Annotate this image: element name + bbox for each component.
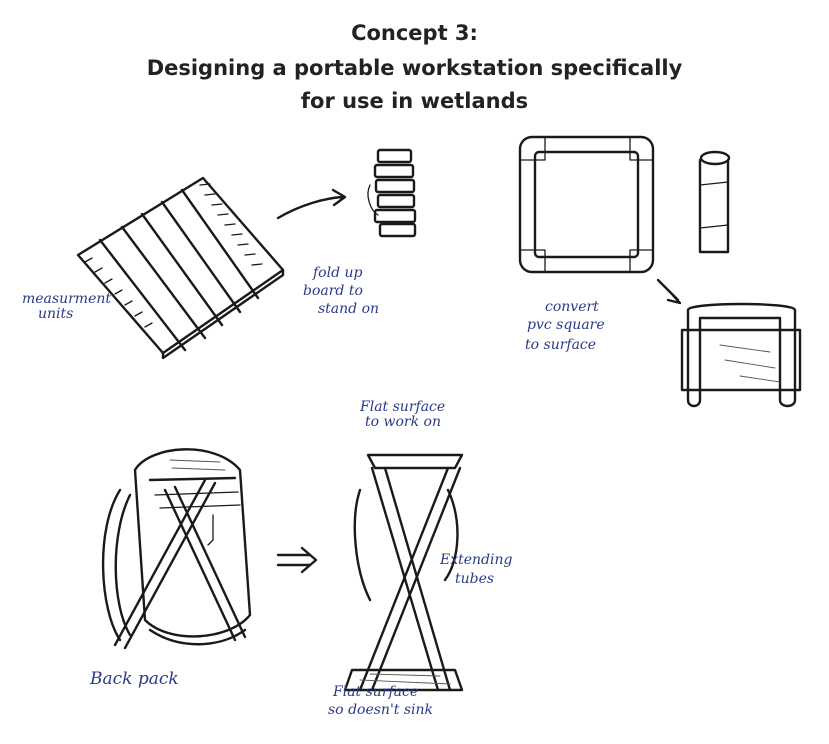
convert-label-surface: to surface (525, 337, 597, 353)
arrow-to-surface (656, 278, 682, 305)
arrow-to-stand (276, 546, 318, 574)
fold-label: fold up (313, 265, 363, 281)
measurement-label-units: units (38, 306, 74, 322)
convert-label-pvc: pvc square (527, 317, 605, 333)
extending-tubes-label: Extending (440, 552, 513, 568)
flat-surface-top-label-work: to work on (365, 414, 441, 430)
concept-subtitle-line-1: Designing a portable workstation specifi… (146, 56, 683, 80)
concept-subtitle-line-2: for use in wetlands (300, 89, 529, 113)
corrugated-board-drawing (76, 176, 285, 360)
backpack-drawing (101, 448, 252, 650)
measurement-label: measurment (22, 291, 112, 307)
fold-label-board: board to (303, 283, 363, 299)
fold-label-stand: stand on (318, 301, 380, 317)
convert-label: convert (545, 299, 599, 315)
backpack-label: Back pack (90, 669, 179, 689)
extending-tubes-label-tubes: tubes (455, 571, 495, 587)
workstation-stand-drawing (343, 453, 464, 692)
pvc-square-drawing (518, 135, 655, 274)
flat-surface-bottom-label-sink: so doesn't sink (328, 702, 434, 718)
arrow-to-folded (276, 188, 347, 220)
flat-surface-top-label: Flat surface (360, 399, 446, 415)
table-surface-drawing (680, 302, 802, 408)
concept-title: Concept 3: (351, 21, 478, 45)
folded-board-drawing (367, 148, 417, 238)
rolled-tube-drawing (698, 150, 731, 254)
flat-surface-bottom-label: Flat surface (333, 684, 419, 700)
